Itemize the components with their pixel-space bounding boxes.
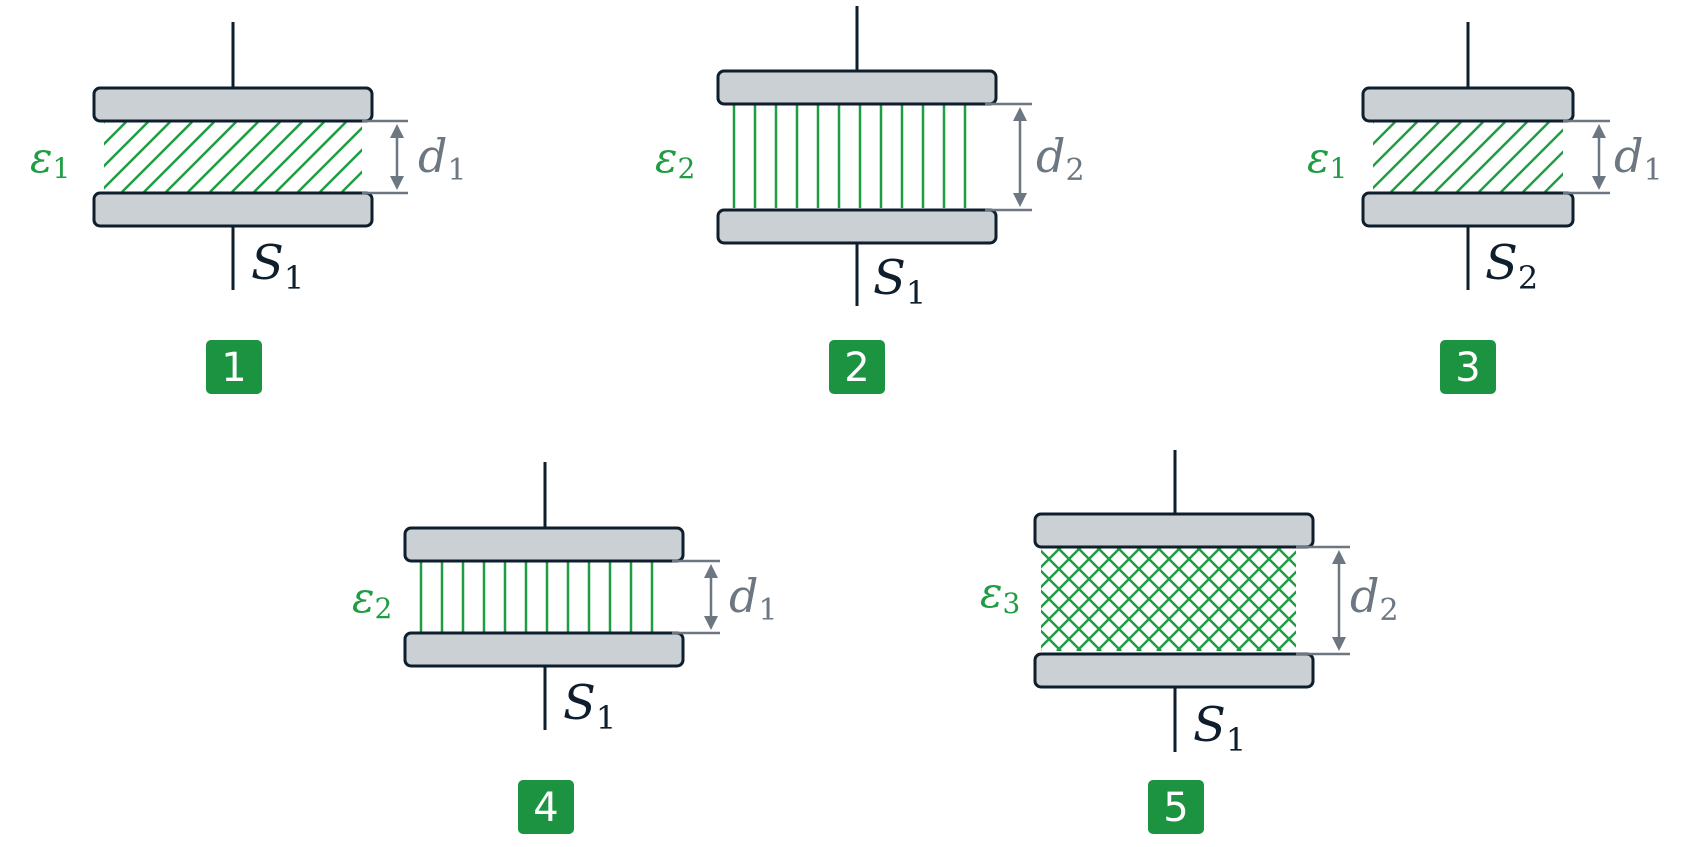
hatch-line <box>297 126 362 192</box>
dielectric-diagonal <box>104 122 362 192</box>
hatch-line <box>1373 122 1396 146</box>
hatch-line <box>1478 122 1550 192</box>
top-plate <box>92 86 374 123</box>
area-label: S1 <box>873 250 926 312</box>
hatch-line <box>1156 547 1262 651</box>
permittivity-label: ε3 <box>980 568 1020 620</box>
top-plate <box>716 69 998 106</box>
bottom-plate <box>92 191 374 228</box>
distance-label: d1 <box>729 569 778 628</box>
dielectric-crosshatch <box>1041 547 1501 651</box>
number-badge <box>1440 340 1496 394</box>
hatch-line <box>1544 172 1563 192</box>
hatch-line <box>1041 609 1082 651</box>
hatch-line <box>1136 547 1242 651</box>
hatch-line <box>1236 547 1296 608</box>
hatch-line <box>1056 547 1162 651</box>
hatch-line <box>1041 547 1062 569</box>
area-label: S1 <box>251 235 304 297</box>
hatch-line <box>1412 122 1484 192</box>
dimension-arrow <box>362 119 408 195</box>
dielectric-vertical <box>732 104 967 208</box>
hatch-line <box>1256 610 1296 651</box>
number-badge <box>829 340 885 394</box>
dimension-arrow <box>985 102 1032 212</box>
permittivity-label: ε1 <box>1307 133 1347 185</box>
distance-label: d1 <box>418 129 467 188</box>
number-badge-text: 4 <box>533 785 558 831</box>
hatch-line <box>275 122 347 192</box>
hatch-line <box>104 122 127 146</box>
hatch-line <box>1096 547 1202 651</box>
hatch-line <box>319 148 362 192</box>
hatch-line <box>1397 547 1501 651</box>
number-badge-text: 2 <box>844 345 869 391</box>
hatch-line <box>104 122 171 190</box>
capacitor-1: ε1 d1 S1 1 <box>30 22 467 394</box>
dimension-arrow <box>1563 119 1610 195</box>
hatch-line <box>104 122 149 168</box>
hatch-line <box>1116 547 1222 651</box>
capacitor-4: ε2 d1 S1 4 <box>352 462 778 834</box>
hatch-line <box>1276 547 1296 568</box>
hatch-line <box>1500 128 1563 192</box>
top-plate <box>403 526 685 563</box>
capacitor-2: ε2 d2 S1 2 <box>655 6 1085 394</box>
hatch-line <box>165 122 237 192</box>
capacitor-5: ε3 d2 S1 5 <box>980 450 1501 834</box>
hatch-line <box>1373 122 1440 190</box>
hatch-line <box>1041 549 1142 651</box>
hatch-line <box>1434 122 1506 192</box>
hatch-line <box>209 122 281 192</box>
hatch-line <box>1256 547 1296 588</box>
hatch-line <box>1390 122 1462 192</box>
hatch-line <box>1373 122 1418 168</box>
hatch-line <box>1041 547 1082 589</box>
hatch-line <box>1076 547 1182 651</box>
bottom-plate <box>1361 191 1575 228</box>
bottom-plate <box>716 208 998 245</box>
dimension-arrow <box>1296 545 1350 656</box>
permittivity-label: ε1 <box>30 133 70 185</box>
distance-label: d2 <box>1036 129 1085 188</box>
hatch-line <box>187 122 259 192</box>
hatch-line <box>1041 589 1102 651</box>
number-badge-text: 3 <box>1455 345 1480 391</box>
number-badge <box>206 340 262 394</box>
hatch-line <box>253 122 325 192</box>
number-badge <box>1148 780 1204 834</box>
hatch-line <box>1196 547 1296 648</box>
area-label: S1 <box>1193 697 1246 759</box>
capacitor-3: ε1 d1 S2 3 <box>1307 22 1663 394</box>
hatch-line <box>231 122 303 192</box>
hatch-line <box>1397 547 1501 651</box>
number-badge-text: 1 <box>221 345 246 391</box>
bottom-plate <box>403 631 685 668</box>
distance-label: d1 <box>1614 129 1663 188</box>
permittivity-label: ε2 <box>352 573 392 625</box>
hatch-line <box>121 122 193 192</box>
hatch-line <box>1176 547 1282 651</box>
number-badge <box>518 780 574 834</box>
number-badge-text: 5 <box>1163 785 1188 831</box>
hatch-line <box>1276 630 1296 651</box>
top-plate <box>1033 512 1315 549</box>
bottom-plate <box>1033 652 1315 689</box>
hatch-line <box>143 122 215 192</box>
distance-label: d2 <box>1350 569 1399 628</box>
hatch-line <box>341 170 362 192</box>
hatch-line <box>1522 150 1563 192</box>
permittivity-label: ε2 <box>655 133 695 185</box>
dielectric-vertical <box>419 562 654 632</box>
dimension-arrow <box>672 559 720 635</box>
dielectric-diagonal <box>1373 122 1563 192</box>
hatch-line <box>1041 569 1122 651</box>
area-label: S2 <box>1485 235 1538 297</box>
top-plate <box>1361 86 1575 123</box>
hatch-line <box>1041 629 1062 651</box>
area-label: S1 <box>563 675 616 737</box>
hatch-line <box>1216 547 1296 628</box>
hatch-line <box>1456 122 1528 192</box>
